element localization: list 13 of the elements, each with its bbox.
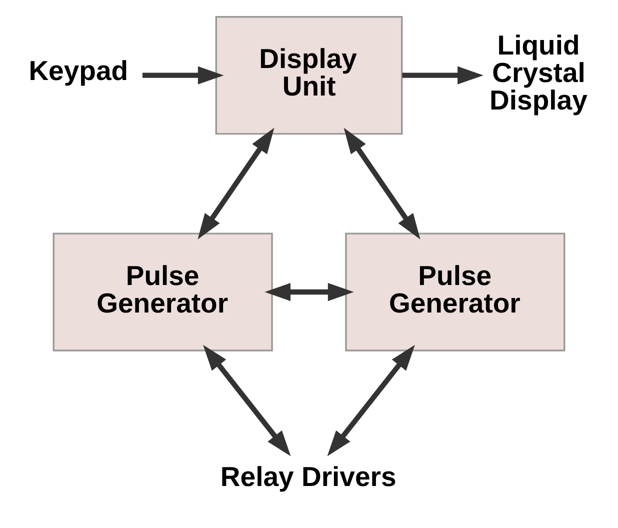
node-text: Keypad (28, 54, 128, 86)
node-text: Liquid Crystal Display (490, 28, 588, 115)
node-box: Pulse Generator (345, 232, 566, 351)
arrow (203, 344, 291, 456)
arrow (264, 282, 354, 301)
arrow (142, 66, 224, 84)
arrow (198, 127, 274, 239)
node-box: Pulse Generator (52, 232, 273, 351)
arrow (344, 127, 420, 239)
arrow (327, 344, 415, 456)
node-text: Relay Drivers (220, 460, 396, 492)
arrow (402, 66, 484, 84)
node-box: Display Unit (215, 16, 403, 134)
